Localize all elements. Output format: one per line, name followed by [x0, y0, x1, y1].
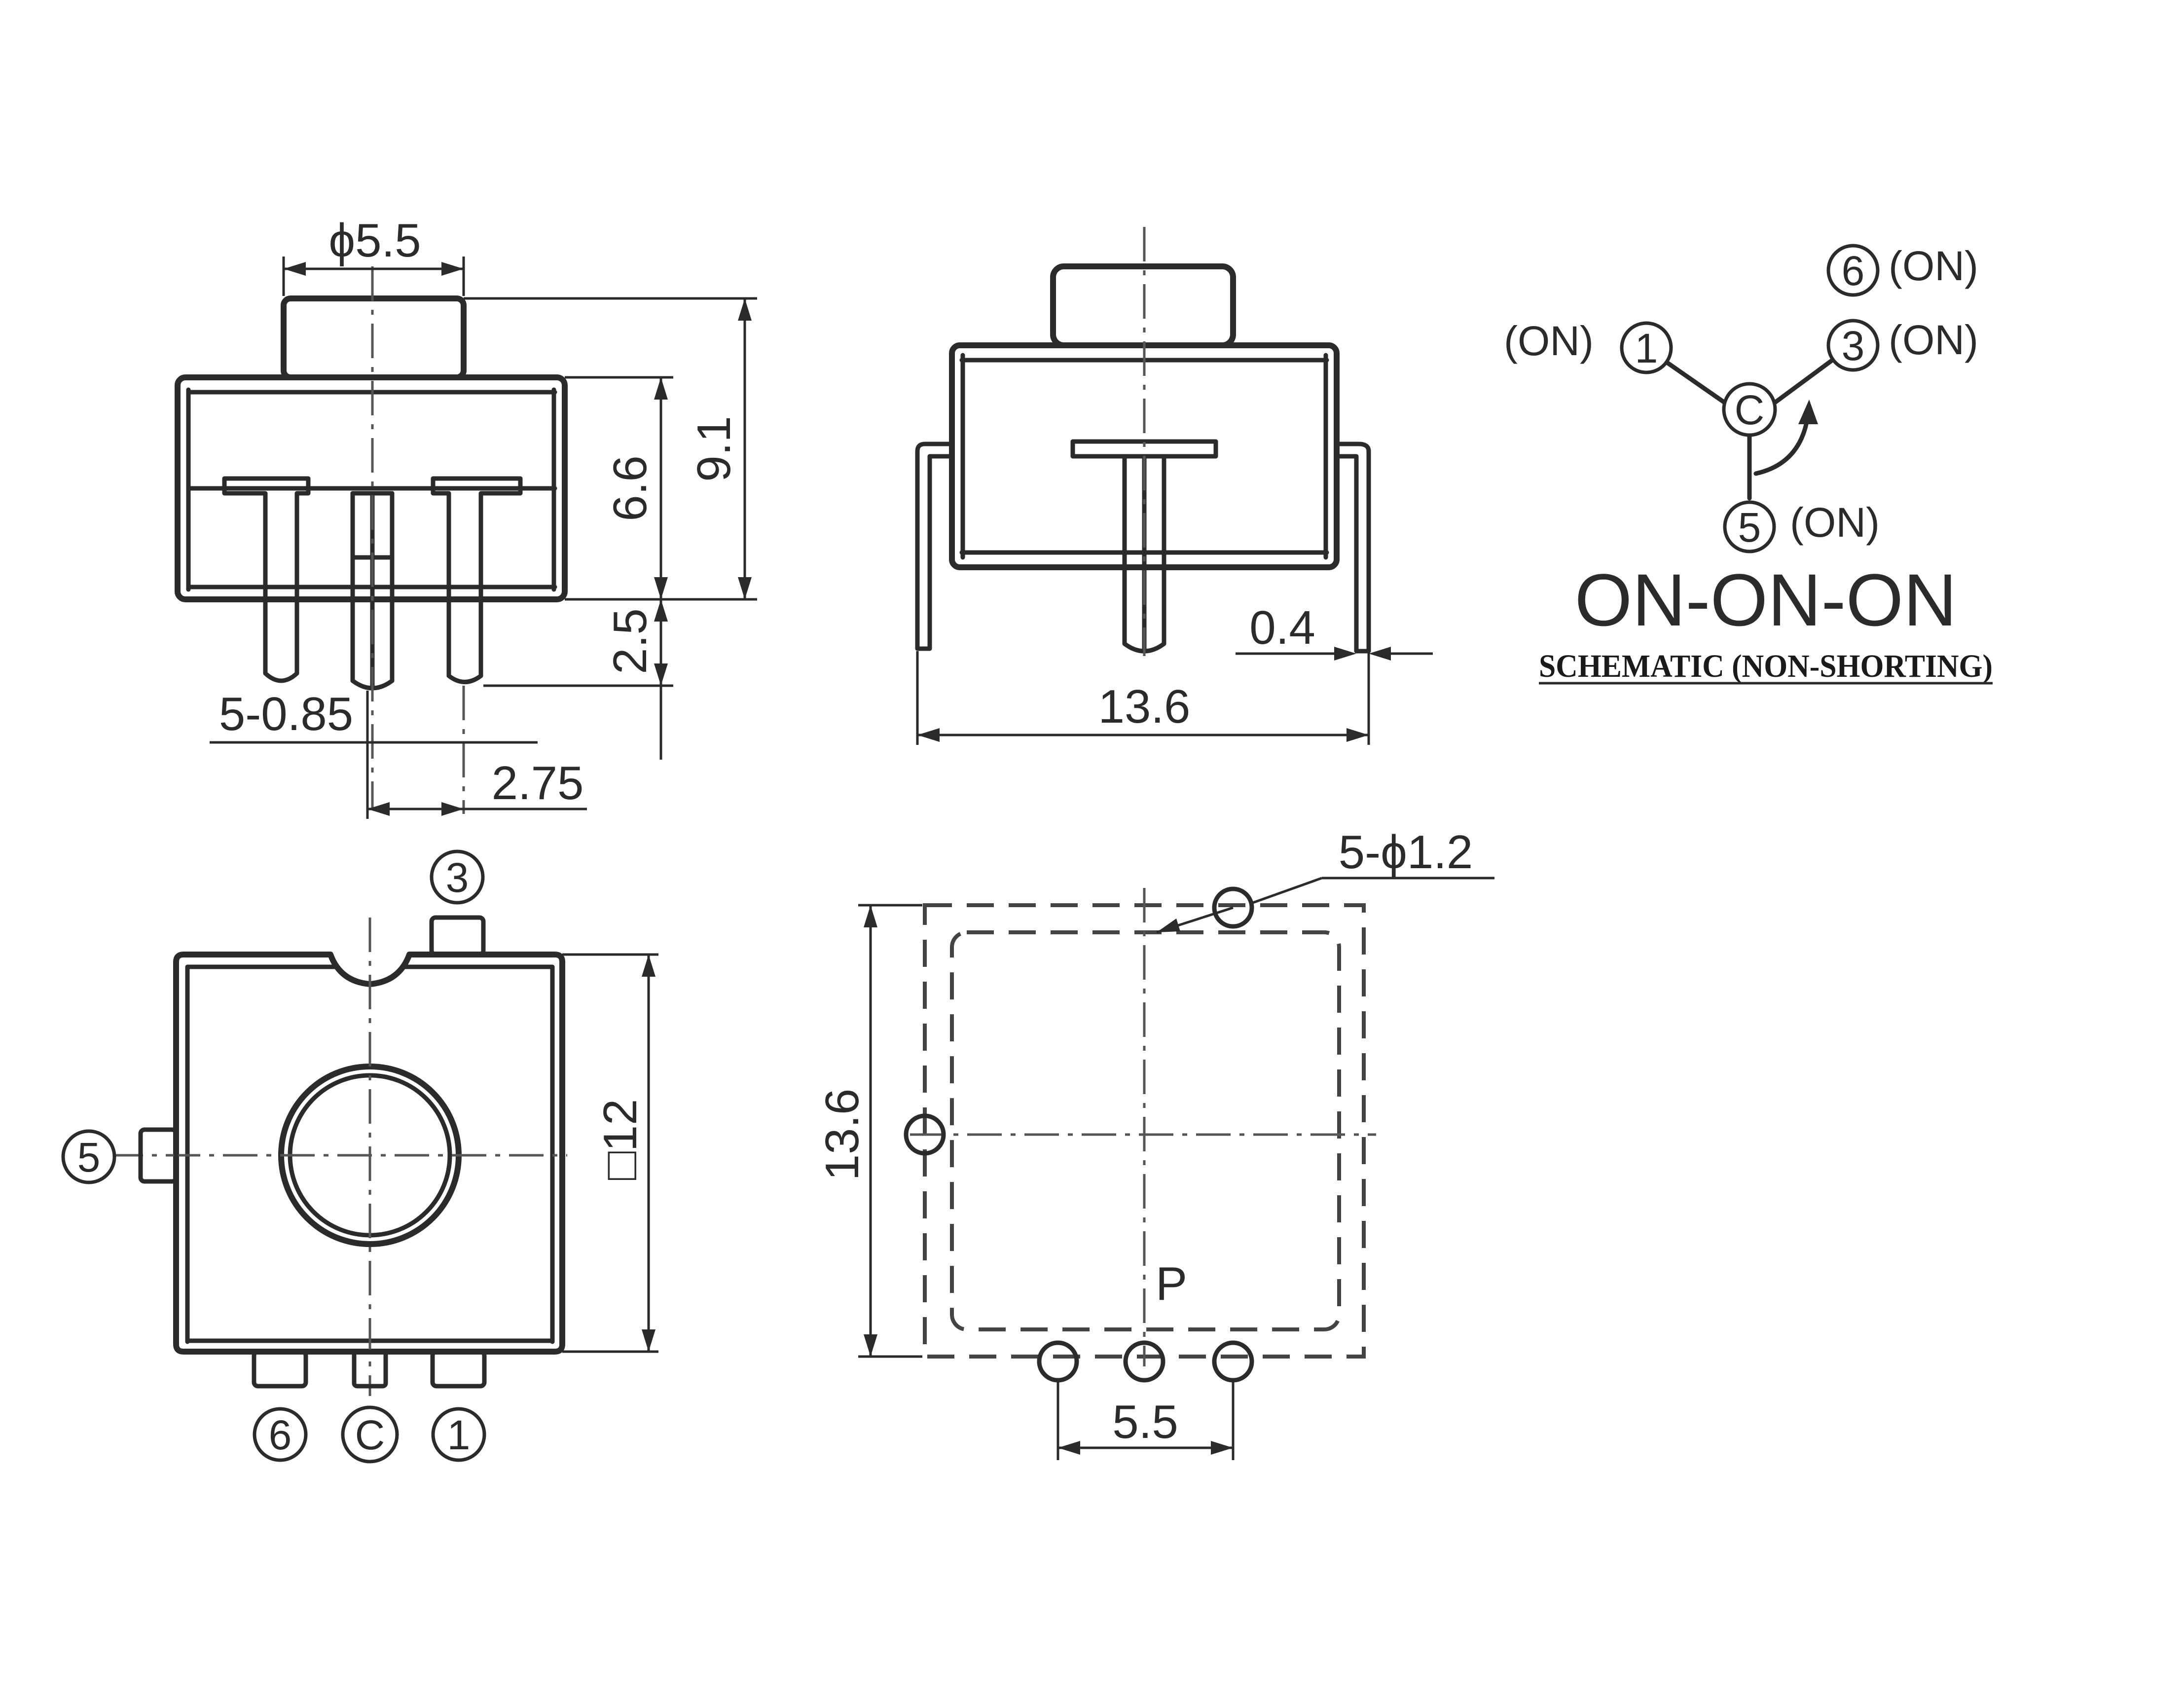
- schematic-caption: SCHEMATIC (NON-SHORTING): [1539, 648, 1993, 684]
- dim-height: 13.6: [816, 1089, 869, 1181]
- rotation-arrow: [1753, 414, 1810, 476]
- left-bracket-lead: [915, 441, 954, 651]
- arrowhead: [864, 1334, 877, 1357]
- terminal-5-circle: [1723, 500, 1776, 553]
- pin-c-circle: [341, 1405, 399, 1464]
- front-view: 13.6 0.4: [915, 227, 1433, 745]
- pin-1-tab: [430, 1349, 487, 1389]
- dim-pitch: 5.5: [1112, 1396, 1178, 1448]
- arrowhead: [1334, 647, 1356, 661]
- terminal-c-circle: [1722, 382, 1777, 437]
- schematic-wire: [1665, 360, 1726, 404]
- mounting-hole: [1212, 886, 1254, 929]
- terminal-3-circle: [1826, 319, 1880, 372]
- arrowhead: [654, 599, 668, 622]
- dim-width: 13.6: [1098, 680, 1191, 733]
- top-view: 3 5 6 C 1 □12: [61, 849, 658, 1464]
- arrowhead: [1798, 400, 1818, 424]
- pin-5-label: 5: [77, 1134, 101, 1180]
- mounting-hole: [1037, 1340, 1079, 1383]
- on-label-3: (ON): [1889, 317, 1978, 363]
- pin-5-circle: [61, 1129, 116, 1184]
- arrowhead: [1369, 647, 1391, 661]
- dim-body-height: 6.6: [604, 455, 656, 521]
- pin-3-circle: [430, 849, 485, 905]
- terminal-1-label: 1: [1635, 325, 1658, 371]
- pcb-layout: 5-ϕ1.2 13.6 P 5.5: [816, 826, 1494, 1460]
- switch-body-outline: [173, 952, 565, 1355]
- arrowhead: [654, 663, 668, 686]
- pin-6-label: 6: [269, 1412, 292, 1458]
- terminal-6-circle: [1826, 244, 1880, 297]
- mounting-hole: [904, 1113, 946, 1156]
- arrowhead: [738, 577, 752, 599]
- terminal-6-label: 6: [1842, 248, 1865, 294]
- pin-left: [222, 476, 311, 683]
- terminal-5-label: 5: [1738, 504, 1761, 551]
- mounting-hole: [1212, 1340, 1254, 1383]
- arrowhead: [654, 577, 668, 599]
- leader-line: [1252, 877, 1322, 904]
- arrowhead: [1211, 1441, 1233, 1455]
- arrowhead: [1058, 1441, 1080, 1455]
- pin-c-tab: [352, 1349, 388, 1389]
- schematic: 1 C 6 3 5 (ON) (ON) (ON) (ON) ON-ON-ON S…: [1504, 243, 1993, 685]
- pin-3-label: 3: [446, 854, 469, 901]
- arrowhead: [738, 298, 752, 321]
- pin-1-label: 1: [447, 1412, 471, 1458]
- dim-pin-pitch: 2.75: [492, 757, 584, 809]
- arrowhead: [441, 802, 464, 816]
- schematic-wire: [1773, 358, 1835, 404]
- pin-5-tab: [138, 1127, 179, 1184]
- label-p: P: [1156, 1257, 1187, 1310]
- arrowhead: [917, 728, 940, 742]
- dim-lead-thickness: 0.4: [1249, 601, 1315, 654]
- dim-hole: 5-ϕ1.2: [1339, 826, 1473, 879]
- pin-right: [431, 476, 523, 684]
- arrowhead: [367, 802, 390, 816]
- arrowhead: [1347, 728, 1369, 742]
- pin-6-tab: [252, 1349, 308, 1389]
- dim-pin-width: 5-0.85: [219, 688, 353, 740]
- arrowhead: [441, 262, 464, 276]
- arrowhead: [642, 1329, 655, 1352]
- switch-mode: ON-ON-ON: [1575, 558, 1957, 641]
- on-label-1: (ON): [1504, 318, 1594, 364]
- pin-c-label: C: [355, 1412, 385, 1458]
- pin-1-circle: [431, 1407, 486, 1462]
- pin-6-circle: [253, 1407, 308, 1462]
- terminal-c-label: C: [1735, 387, 1765, 433]
- side-view: ϕ5.5 6.6 9.1 2.5 5-0.85 2.75: [175, 214, 757, 819]
- arrowhead: [642, 955, 655, 977]
- terminal-3-label: 3: [1842, 323, 1865, 369]
- on-label-6: (ON): [1889, 243, 1978, 289]
- arrowhead: [1157, 919, 1180, 932]
- dim-total-height: 9.1: [688, 416, 740, 481]
- arrowhead: [284, 262, 306, 276]
- dim-cap-diameter: ϕ5.5: [328, 214, 421, 267]
- dim-body-square: □12: [594, 1099, 647, 1180]
- terminal-1-circle: [1620, 321, 1673, 374]
- on-label-5: (ON): [1790, 499, 1880, 546]
- right-bracket-lead: [1334, 441, 1371, 654]
- dim-pin-length: 2.5: [604, 608, 656, 674]
- mounting-hole: [1123, 1340, 1165, 1383]
- pin-3-tab: [429, 915, 486, 957]
- arrowhead: [864, 905, 877, 927]
- arrowhead: [654, 377, 668, 400]
